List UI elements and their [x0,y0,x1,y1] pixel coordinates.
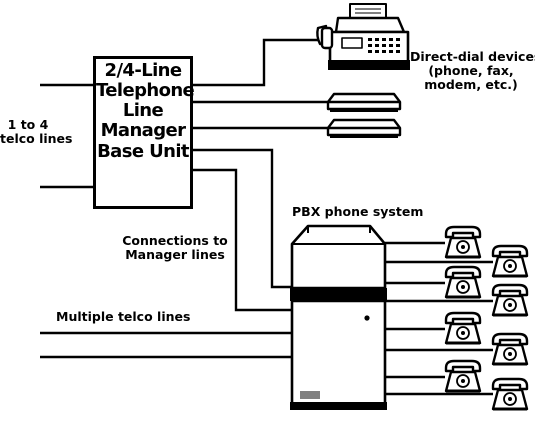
connection-lines [40,38,493,396]
base-unit-line-2: Telephone [96,80,195,102]
pbx-label: PBX phone system [292,204,424,219]
direct-dial-label-line-3: modem, etc.) [424,77,518,93]
connections-label: Connections to Manager lines [122,233,228,263]
base-unit-line-3: Line [122,100,164,122]
multiple-telco-lines-label: Multiple telco lines [56,309,191,324]
telco-lines-label: 1 to 4 telco lines [0,117,73,147]
pbx-cabinet-icon [290,224,387,410]
connections-label-line-1: Connections to [122,233,228,248]
base-unit-box: 2/4-Line Telephone Line Manager Base Uni… [93,56,195,209]
base-unit-line-1: 2/4-Line [104,60,183,81]
base-unit-line-4: Manager [100,120,186,142]
direct-dial-label-line-1: Direct-dial devices [410,49,535,64]
telco-lines-label-line-2: telco lines [0,131,73,147]
connections-label-line-2: Manager lines [125,247,225,263]
telephone-icon [444,225,529,411]
direct-dial-label: Direct-dial devices (phone, fax, modem, … [410,49,535,93]
direct-dial-label-line-2: (phone, fax, [428,63,514,79]
fax-machine-icon [316,3,410,70]
telco-lines-label-line-1: 1 to 4 [7,117,49,132]
base-unit-line-5: Base Unit [97,140,189,162]
modem-icon [326,92,402,138]
